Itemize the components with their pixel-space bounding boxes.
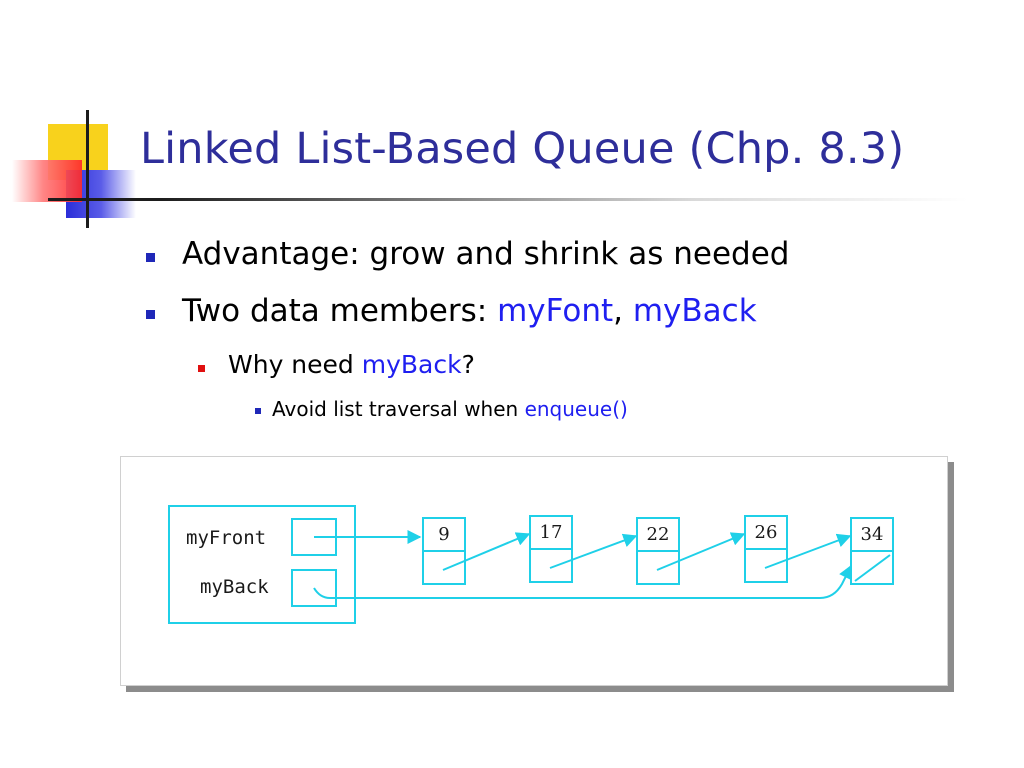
bullet-avoid-enqueue: enqueue()	[524, 397, 628, 421]
next-pointer-22	[656, 532, 746, 571]
bullet-data-members-sep: ,	[613, 293, 633, 329]
null-pointer-34	[854, 554, 891, 582]
next-pointer-17	[549, 533, 638, 569]
bullet-data-members-myback: myBack	[632, 293, 757, 329]
node-value-22: 22	[647, 524, 670, 545]
bullet-why-myback-hl: myBack	[361, 350, 462, 379]
logo-vertical-line	[86, 110, 89, 228]
bullet-why-prefix: Why need	[228, 350, 362, 379]
next-pointer-26	[764, 533, 852, 569]
myback-arrow	[313, 564, 852, 599]
node-value-17: 17	[540, 522, 563, 543]
queue-object-box	[168, 505, 356, 624]
myback-label: myBack	[200, 576, 269, 598]
bullet-avoid-traversal: Avoid list traversal when enqueue()	[272, 397, 628, 421]
bullet-data-members-prefix: Two data members:	[182, 293, 498, 329]
bullet-marker-1	[146, 253, 155, 262]
next-pointer-9	[442, 532, 531, 571]
title-underline	[48, 198, 968, 201]
node-value-9: 9	[438, 524, 449, 545]
node-value-34: 34	[861, 524, 884, 545]
myback-pointer-cell	[291, 569, 337, 607]
node-value-26: 26	[755, 522, 778, 543]
bullet-data-members: Two data members: myFont, myBack	[182, 293, 757, 329]
bullet-data-members-myfont: myFont	[497, 293, 614, 329]
bullet-why-suffix: ?	[461, 350, 475, 379]
node-group: 9 17 22 26 34	[422, 515, 894, 585]
bullet-avoid-prefix: Avoid list traversal when	[272, 397, 525, 421]
bullet-marker-4	[255, 408, 261, 414]
myfront-label: myFront	[186, 527, 266, 549]
slide-title: Linked List-Based Queue (Chp. 8.3)	[140, 124, 905, 174]
logo-red-square	[12, 160, 82, 202]
bullet-why-myback: Why need myBack?	[228, 350, 475, 379]
bullet-marker-3	[198, 365, 205, 372]
bullet-advantage: Advantage: grow and shrink as needed	[182, 236, 790, 272]
diagram-panel	[120, 456, 948, 686]
bullet-marker-2	[146, 310, 155, 319]
